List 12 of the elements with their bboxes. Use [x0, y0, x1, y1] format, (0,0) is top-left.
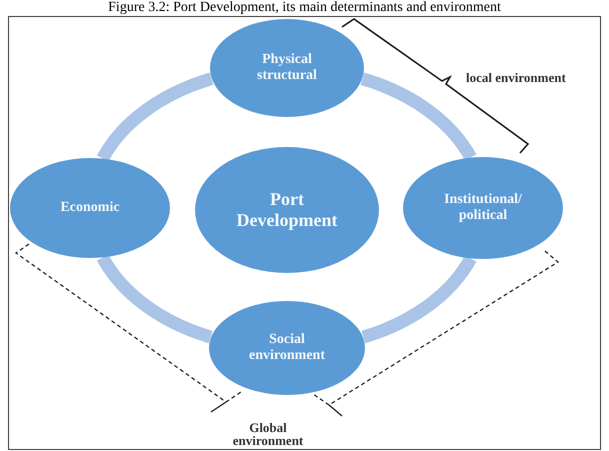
- ring-arc: [361, 255, 476, 344]
- ring-arc: [97, 72, 214, 162]
- node-label: Social environment: [248, 332, 326, 364]
- bracket-label: Global environment: [232, 421, 304, 447]
- ring-arc: [360, 72, 476, 161]
- node-label: Physical structural: [256, 52, 318, 84]
- ring-arc: [97, 254, 213, 344]
- node-label: Economic: [60, 200, 120, 216]
- node-label: Port Development: [236, 189, 338, 231]
- figure-title: Figure 3.2: Port Development, its main determinants and environment: [107, 0, 502, 15]
- bracket-label: local environment: [466, 71, 567, 84]
- node-label: Institutional/ political: [443, 192, 523, 224]
